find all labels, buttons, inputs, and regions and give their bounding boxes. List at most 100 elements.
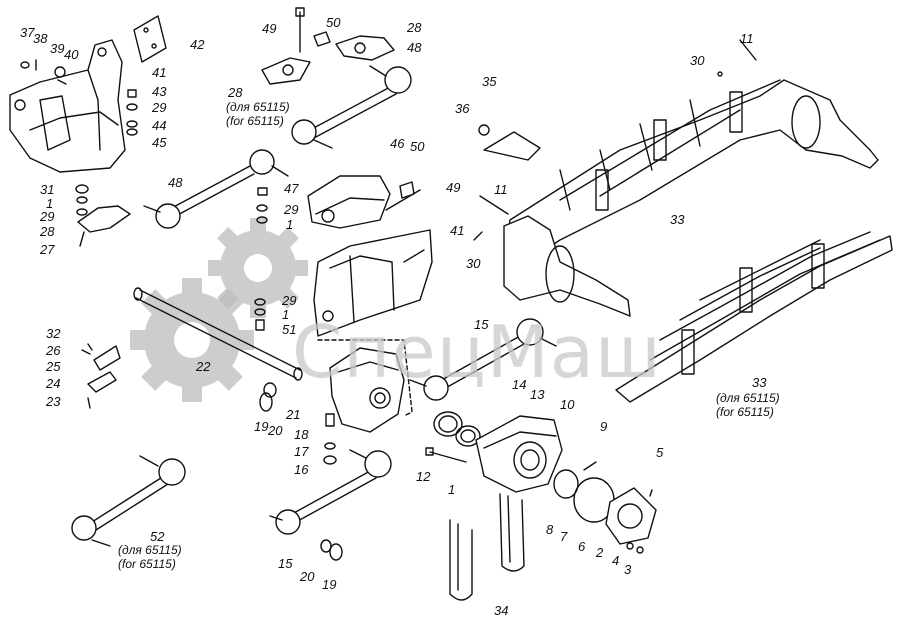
callout-34: 34 (494, 603, 509, 618)
callout-50-mid: 50 (410, 139, 425, 154)
callout-2: 2 (596, 545, 604, 560)
leaf-spring-33-lower (615, 231, 893, 403)
callout-48-left: 48 (168, 175, 183, 190)
axle-hub-left (473, 124, 631, 317)
callout-13: 13 (530, 387, 545, 402)
callout-15-upper: 15 (474, 317, 489, 332)
callout-26: 26 (46, 343, 61, 358)
fasteners-16-18 (323, 413, 337, 465)
callout-1-mid: 1 (286, 217, 294, 232)
callout-46: 46 (390, 136, 405, 151)
callout-1-left: 1 (46, 196, 54, 211)
rod-48-top (291, 65, 412, 149)
fasteners-37-45 (20, 59, 138, 136)
callout-5: 5 (656, 445, 664, 460)
housing-21 (317, 339, 413, 433)
note-28-65115: (для 65115)(for 65115) (226, 100, 290, 128)
callout-20-upper: 20 (268, 423, 283, 438)
rod-48-left (143, 149, 289, 229)
callout-29-mid: 29 (284, 202, 299, 217)
callout-29-top: 29 (152, 100, 167, 115)
watermark-gear-bottom (130, 278, 254, 402)
callout-9: 9 (600, 419, 608, 434)
callout-15-lower: 15 (278, 556, 293, 571)
watermark-text: СпецМаш (292, 310, 662, 394)
callout-18: 18 (294, 427, 309, 442)
callout-25: 25 (46, 359, 61, 374)
callout-31: 31 (40, 182, 55, 197)
callout-38: 38 (33, 31, 48, 46)
callout-1-lower: 1 (448, 482, 456, 497)
callout-28-mid: 28 (228, 85, 243, 100)
callout-41-center: 41 (450, 223, 465, 238)
plate-42 (133, 15, 167, 63)
callout-23: 23 (46, 394, 61, 409)
note-52-65115: (для 65115)(for 65115) (118, 543, 182, 571)
callout-50-top: 50 (326, 15, 341, 30)
callout-30-top: 30 (690, 53, 705, 68)
bracket-41-center (313, 229, 433, 337)
callout-28-top: 28 (407, 20, 422, 35)
callout-42: 42 (190, 37, 205, 52)
callout-7: 7 (560, 529, 568, 544)
callout-48-top: 48 (407, 40, 422, 55)
seal-13 (455, 425, 481, 447)
callout-14: 14 (512, 377, 527, 392)
axle-assembly-upper (505, 39, 879, 263)
callout-24: 24 (46, 376, 61, 391)
clips-23-32 (81, 343, 121, 409)
callout-11-top: 11 (740, 31, 754, 46)
housing-10 (475, 415, 563, 493)
callout-29-shaft: 29 (282, 293, 297, 308)
callout-52: 52 (150, 529, 165, 544)
note-33-65115: (для 65115)(for 65115) (716, 391, 780, 419)
callout-4: 4 (612, 553, 620, 568)
callout-17: 17 (294, 444, 309, 459)
fasteners-47 (256, 187, 268, 224)
shaft-22 (133, 287, 303, 381)
callout-19-upper: 19 (254, 419, 269, 434)
callout-37: 37 (20, 25, 35, 40)
callout-29-left: 29 (40, 209, 55, 224)
clamp-28-top (261, 35, 395, 85)
callout-51: 51 (282, 322, 297, 337)
rod-15-upper (409, 318, 557, 401)
callout-21: 21 (286, 407, 301, 422)
callout-19-lower: 19 (322, 577, 337, 592)
callout-10: 10 (560, 397, 575, 412)
rod-15-lower (269, 449, 392, 561)
cover-2-8 (553, 461, 657, 554)
callout-3: 3 (624, 562, 632, 577)
callout-28-left: 28 (40, 224, 55, 239)
fasteners-51 (254, 298, 266, 331)
callout-49-mid: 49 (446, 180, 461, 195)
washers-19-20 (259, 382, 277, 412)
callout-27: 27 (40, 242, 55, 257)
callout-35: 35 (482, 74, 497, 89)
callout-1-shaft: 1 (282, 307, 290, 322)
callout-39: 39 (50, 41, 65, 56)
callout-30-mid: 30 (466, 256, 481, 271)
callout-33-lower: 33 (752, 375, 767, 390)
callout-43: 43 (152, 84, 167, 99)
callout-36: 36 (455, 101, 470, 116)
seal-14 (433, 411, 463, 437)
bracket-46 (307, 175, 421, 229)
callout-45: 45 (152, 135, 167, 150)
fasteners-27-31 (75, 184, 131, 247)
ubolts-34 (449, 493, 525, 601)
callout-32: 32 (46, 326, 61, 341)
bolt-12 (425, 447, 467, 463)
bracket-41-left (9, 39, 126, 173)
callout-8: 8 (546, 522, 554, 537)
callout-44: 44 (152, 118, 167, 133)
callout-11-mid: 11 (494, 182, 508, 197)
callout-12: 12 (416, 469, 431, 484)
callout-40: 40 (64, 47, 79, 62)
callout-33-upper: 33 (670, 212, 685, 227)
callout-22: 22 (196, 359, 211, 374)
callout-16: 16 (294, 462, 309, 477)
callout-49-top: 49 (262, 21, 277, 36)
